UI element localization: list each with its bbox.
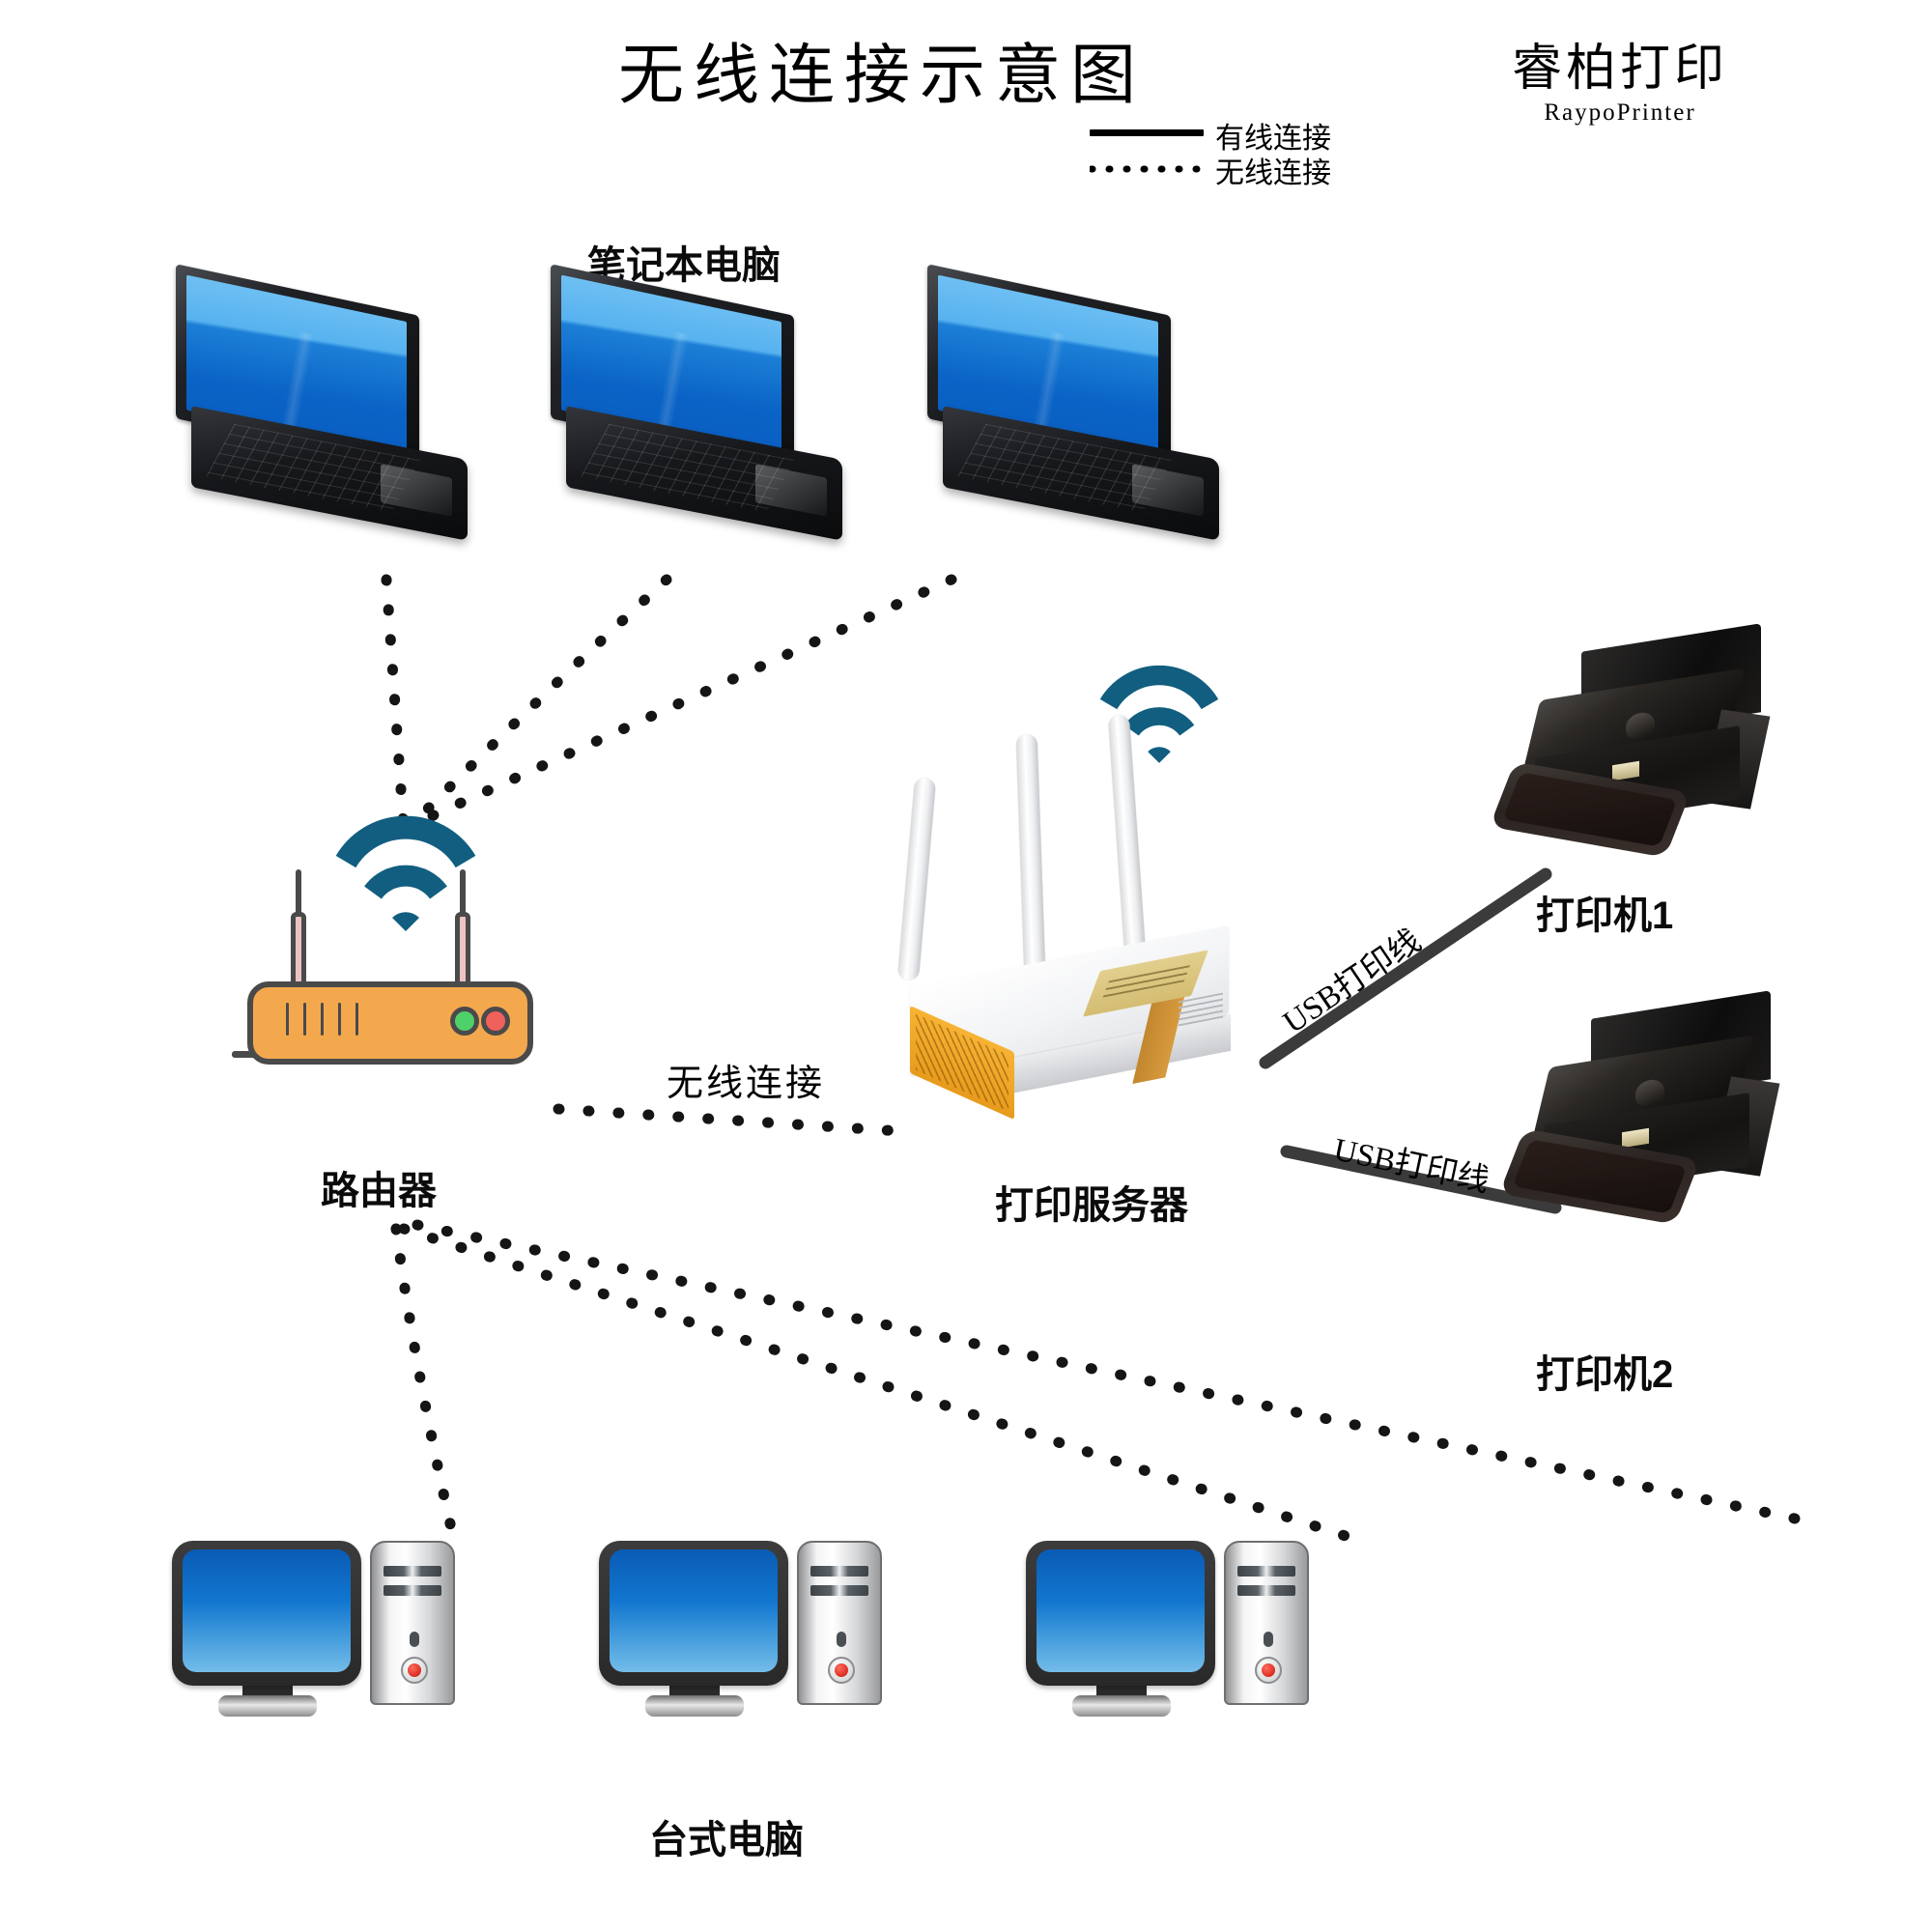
print-server-antenna-right (1107, 714, 1148, 969)
monitor-neck (242, 1682, 293, 1697)
router-led-red (481, 1007, 510, 1036)
pc-tower (1224, 1541, 1309, 1705)
tower-power-button[interactable] (401, 1657, 428, 1684)
router-vent (321, 1003, 324, 1036)
link-router-desktop2 (398, 1223, 1366, 1547)
printer-1-label: 打印机1 (1536, 895, 1674, 937)
monitor (172, 1541, 361, 1686)
laptop-3[interactable] (925, 264, 1225, 541)
router-antenna-tip-left (296, 869, 301, 916)
link-router-printserver (553, 1103, 922, 1138)
monitor-screen (610, 1549, 778, 1672)
desktop-2[interactable] (599, 1541, 889, 1724)
print-server-label: 打印服务器 (995, 1184, 1188, 1227)
monitor-stand (1072, 1695, 1171, 1717)
laptop-2[interactable] (549, 264, 848, 541)
tower-drive-slot (384, 1566, 441, 1577)
print-server[interactable] (889, 714, 1294, 1140)
page-title: 无线连接示意图 (618, 39, 1147, 112)
monitor-neck (1096, 1682, 1147, 1697)
legend-wireless-line (1090, 165, 1206, 173)
legend-wired-label: 有线连接 (1215, 123, 1331, 155)
brand-logo-cn: 睿柏打印 (1512, 41, 1729, 97)
monitor-neck (669, 1682, 720, 1697)
link-router-desktop1 (390, 1223, 460, 1547)
tower-drive-slot (810, 1585, 868, 1596)
router-label: 路由器 (321, 1170, 437, 1212)
tower-drive-slot (384, 1585, 441, 1596)
wifi-icon-print-server (1099, 665, 1219, 763)
tower-drive-slot (810, 1566, 868, 1577)
router-antenna-right (455, 912, 470, 989)
legend-wireless-label: 无线连接 (1215, 157, 1331, 189)
desktops-group-label: 台式电脑 (649, 1819, 804, 1861)
tower-drive-slot (1237, 1566, 1295, 1577)
monitor-screen (183, 1549, 351, 1672)
link-laptop1-router (381, 574, 410, 837)
router[interactable] (232, 869, 551, 1092)
desktop-3[interactable] (1026, 1541, 1316, 1724)
monitor (599, 1541, 788, 1686)
tower-power-button[interactable] (828, 1657, 855, 1684)
tower-power-button[interactable] (1255, 1657, 1282, 1684)
print-server-antenna-left (896, 777, 937, 981)
desktop-1[interactable] (172, 1541, 462, 1724)
printer-1[interactable] (1489, 623, 1782, 858)
router-printserver-link-label: 无线连接 (667, 1064, 826, 1104)
pc-tower (797, 1541, 882, 1705)
usb-cable-1-label: USB打印线 (1277, 923, 1428, 1041)
router-antenna-tip-right (460, 869, 466, 916)
printer-2-label: 打印机2 (1536, 1353, 1674, 1396)
monitor-stand (645, 1695, 744, 1717)
link-laptop3-router (419, 574, 957, 825)
tower-indicator (1264, 1632, 1273, 1647)
print-server-antenna-middle (1015, 733, 1046, 977)
tower-indicator (837, 1632, 846, 1647)
usb-cable-2-label: USB打印线 (1330, 1132, 1492, 1200)
tower-drive-slot (1237, 1585, 1295, 1596)
monitor-stand (218, 1695, 317, 1717)
tower-indicator (410, 1632, 419, 1647)
router-led-green (450, 1007, 479, 1036)
wifi-icon-router (335, 815, 476, 931)
brand-logo: 睿柏打印 RaypoPrinter (1512, 27, 1728, 127)
legend-wired-line (1090, 129, 1204, 136)
router-vent (355, 1003, 358, 1036)
brand-logo-en: RaypoPrinter (1544, 99, 1696, 126)
monitor-screen (1037, 1549, 1205, 1672)
monitor (1026, 1541, 1215, 1686)
router-vent (286, 1003, 289, 1036)
link-laptop2-router (405, 574, 672, 832)
printer-2[interactable] (1498, 990, 1792, 1225)
laptop-1[interactable] (174, 264, 473, 541)
router-vent (338, 1003, 341, 1036)
router-vent (303, 1003, 306, 1036)
router-antenna-left (291, 912, 306, 989)
pc-tower (370, 1541, 455, 1705)
